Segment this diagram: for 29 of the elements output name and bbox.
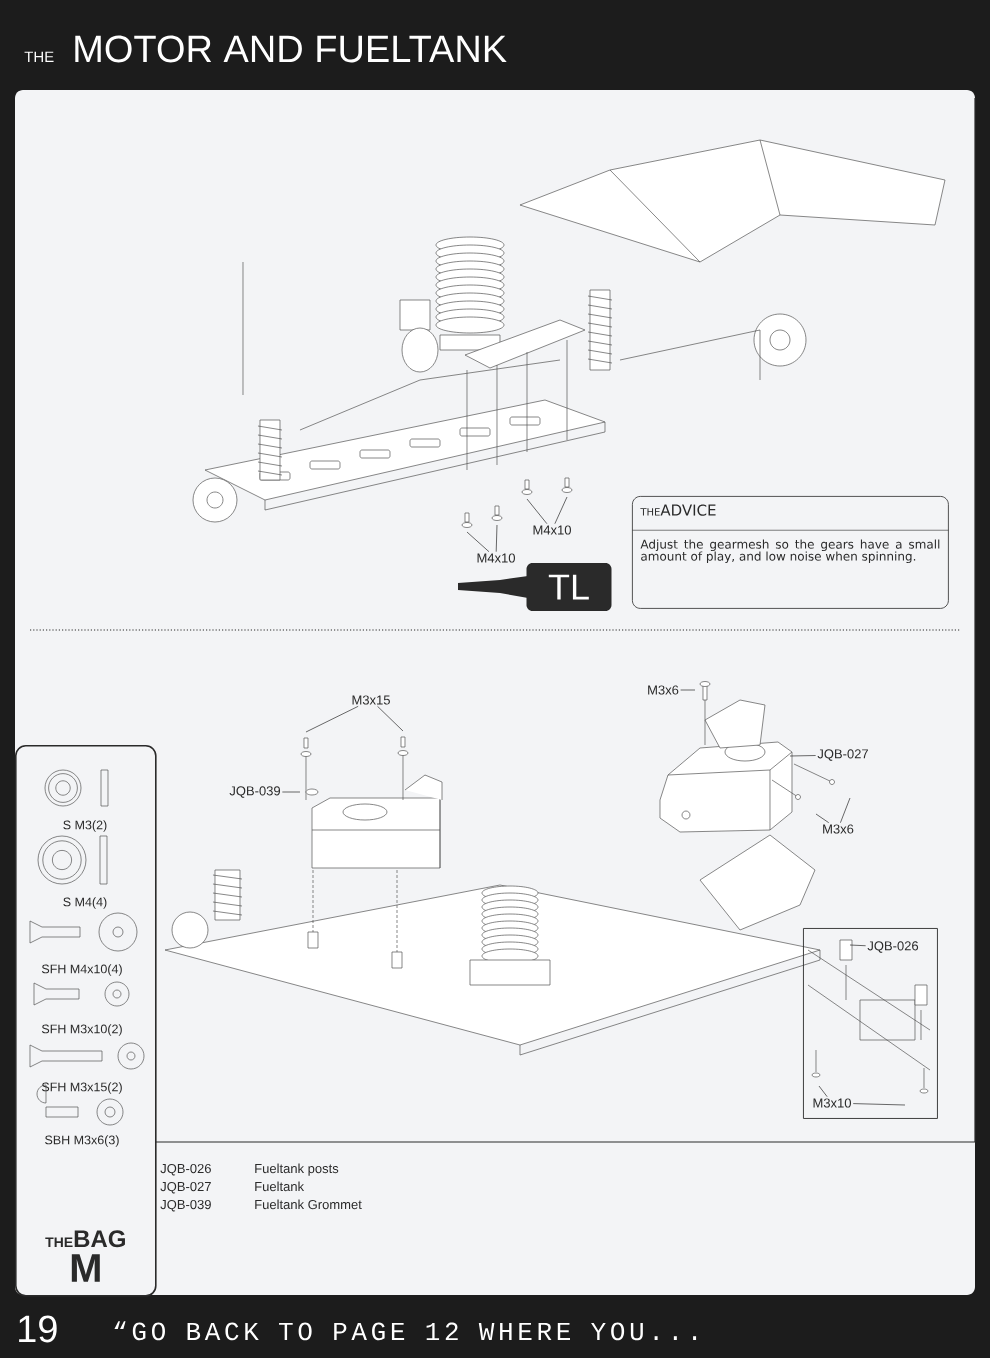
leader-line — [818, 1085, 828, 1098]
leader-line — [852, 1103, 906, 1106]
leader-line — [305, 705, 359, 733]
part-label: SFH M3x10(2) — [41, 1024, 122, 1036]
part-label: S M3(2) — [63, 820, 107, 832]
leader-line — [377, 705, 404, 732]
tool-badge: TL — [526, 563, 612, 611]
footer-slogan: “GO BACK TO PAGE 12 WHERE YOU... — [114, 1321, 697, 1341]
leader-line — [840, 797, 851, 824]
parts-list-cell: Fueltank Grommet — [255, 1199, 362, 1210]
part-label: SBH M3x6(3) — [45, 1135, 119, 1147]
leader-line — [554, 496, 568, 525]
leader-line — [815, 813, 830, 824]
part-label: SFH M3x15(2) — [41, 1082, 122, 1094]
leader-line — [526, 498, 548, 525]
leader-line — [680, 689, 696, 691]
inset-frame — [803, 928, 938, 1119]
parts-list-cell: Fueltank posts — [255, 1163, 339, 1176]
leader-line — [282, 791, 301, 793]
part-label: SFH M4x10(4) — [41, 964, 122, 976]
leader-line — [466, 531, 490, 553]
page-title: MOTOR AND FUELTANK — [75, 35, 507, 63]
advice-box: THEADVICE Adjust the gearmesh so the gears have a small amount of play, and low noise when spinning. — [632, 496, 949, 609]
leader-line — [789, 755, 816, 757]
part-label: S M4(4) — [63, 897, 107, 909]
title-prefix: THE — [24, 51, 54, 62]
leader-line — [849, 944, 866, 947]
parts-list-cell: Fueltank — [255, 1181, 305, 1192]
leader-line — [495, 524, 498, 553]
